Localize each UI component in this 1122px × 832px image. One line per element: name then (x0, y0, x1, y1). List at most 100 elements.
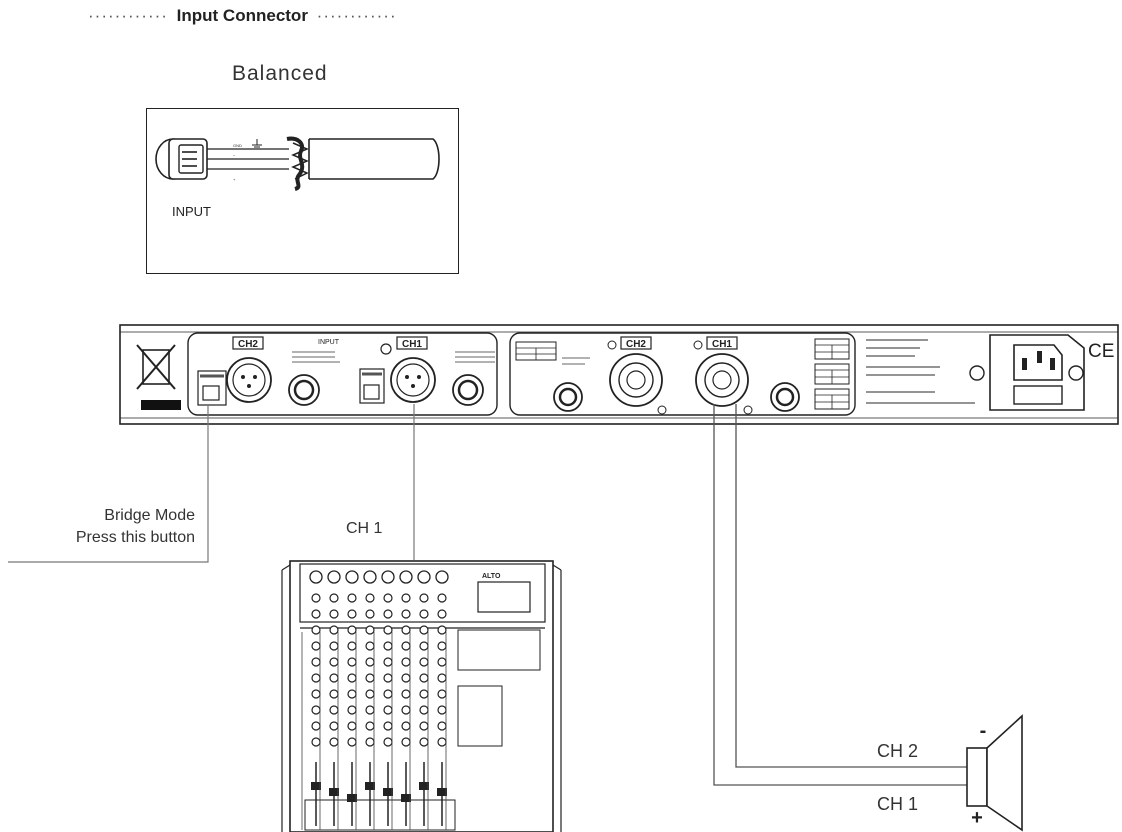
mixer-xlr-input[interactable] (309, 570, 323, 584)
mixer-knob[interactable] (311, 609, 321, 619)
mixer-knob[interactable] (329, 673, 339, 683)
mixer-knob[interactable] (401, 625, 411, 635)
mixer-knob[interactable] (347, 657, 357, 667)
mixer-knob[interactable] (311, 737, 321, 747)
mixer-xlr-input[interactable] (327, 570, 341, 584)
mixer-knob[interactable] (329, 641, 339, 651)
mixer-xlr-input[interactable] (381, 570, 395, 584)
mixer-knob[interactable] (365, 593, 375, 603)
mixer-knob[interactable] (401, 609, 411, 619)
mixer-fader-cap[interactable] (437, 788, 447, 796)
ch1-speakon-output[interactable] (695, 353, 749, 407)
mixer-fader-cap[interactable] (365, 782, 375, 790)
mixer-knob[interactable] (311, 705, 321, 715)
mixer-knob[interactable] (383, 657, 393, 667)
mixer-knob[interactable] (365, 641, 375, 651)
mixer-knob[interactable] (329, 705, 339, 715)
mixer-knob[interactable] (401, 721, 411, 731)
mixer-xlr-input[interactable] (417, 570, 431, 584)
mixer-knob[interactable] (365, 689, 375, 699)
mixer-knob[interactable] (401, 593, 411, 603)
mixer-knob[interactable] (347, 625, 357, 635)
mixer-knob[interactable] (437, 689, 447, 699)
mixer-xlr-input[interactable] (345, 570, 359, 584)
mixer-knob[interactable] (419, 705, 429, 715)
mixer-knob[interactable] (419, 609, 429, 619)
bridge-mode-button[interactable] (197, 370, 227, 406)
mixer-knob[interactable] (401, 657, 411, 667)
mixer-knob[interactable] (437, 737, 447, 747)
mixer-knob[interactable] (329, 593, 339, 603)
mixer-xlr-input[interactable] (399, 570, 413, 584)
mixer-knob[interactable] (311, 625, 321, 635)
mixer-knob[interactable] (437, 705, 447, 715)
mixer-knob[interactable] (419, 657, 429, 667)
mixer-knob[interactable] (401, 673, 411, 683)
mixer-knob[interactable] (437, 721, 447, 731)
mixer-fader-cap[interactable] (329, 788, 339, 796)
mixer-xlr-input[interactable] (435, 570, 449, 584)
mixer-knob[interactable] (329, 721, 339, 731)
mixer-knob[interactable] (347, 705, 357, 715)
mixer-knob[interactable] (311, 689, 321, 699)
mixer-xlr-input[interactable] (363, 570, 377, 584)
mixer-knob[interactable] (419, 721, 429, 731)
mixer-knob[interactable] (311, 673, 321, 683)
mixer-knob[interactable] (329, 625, 339, 635)
mixer-knob[interactable] (365, 705, 375, 715)
mixer-knob[interactable] (419, 641, 429, 651)
mixer-knob[interactable] (347, 721, 357, 731)
mixer-knob[interactable] (419, 625, 429, 635)
power-inlet[interactable] (969, 334, 1085, 411)
mixer-knob[interactable] (437, 593, 447, 603)
mixer-knob[interactable] (311, 593, 321, 603)
mixer-fader-cap[interactable] (311, 782, 321, 790)
mixer-knob[interactable] (329, 657, 339, 667)
mixer-knob[interactable] (383, 705, 393, 715)
ch1-jack-input[interactable] (452, 374, 484, 406)
mixer-knob[interactable] (437, 657, 447, 667)
mixer-knob[interactable] (365, 673, 375, 683)
mixer-knob[interactable] (437, 641, 447, 651)
mixer-knob[interactable] (311, 721, 321, 731)
mixer-knob[interactable] (311, 657, 321, 667)
mixer-knob[interactable] (365, 657, 375, 667)
mixer-fader-cap[interactable] (419, 782, 429, 790)
mixer-knob[interactable] (365, 737, 375, 747)
mixer-knob[interactable] (311, 641, 321, 651)
mixer-knob[interactable] (401, 641, 411, 651)
mixer-knob[interactable] (437, 609, 447, 619)
ch2-jack-input[interactable] (288, 374, 320, 406)
mixer-fader-cap[interactable] (347, 794, 357, 802)
mixer-knob[interactable] (365, 721, 375, 731)
mixer-knob[interactable] (329, 737, 339, 747)
mixer-knob[interactable] (383, 593, 393, 603)
mixer-knob[interactable] (347, 673, 357, 683)
mixer-knob[interactable] (401, 689, 411, 699)
mixer-knob[interactable] (383, 689, 393, 699)
mixer-fader-cap[interactable] (401, 794, 411, 802)
mixer-knob[interactable] (401, 705, 411, 715)
ch1-xlr-input[interactable] (390, 357, 436, 403)
mixer-knob[interactable] (383, 641, 393, 651)
limiter-switch[interactable] (359, 368, 385, 404)
mixer-knob[interactable] (419, 673, 429, 683)
ch2-speakon-output[interactable] (609, 353, 663, 407)
mixer-knob[interactable] (365, 609, 375, 619)
mixer-knob[interactable] (383, 609, 393, 619)
mixer-knob[interactable] (419, 593, 429, 603)
mixer-knob[interactable] (419, 737, 429, 747)
mixer-knob[interactable] (383, 673, 393, 683)
mixer-knob[interactable] (347, 689, 357, 699)
mixer-knob[interactable] (437, 673, 447, 683)
fuse-holder[interactable] (1013, 385, 1063, 405)
mixer-knob[interactable] (401, 737, 411, 747)
mixer-knob[interactable] (419, 689, 429, 699)
mixer-knob[interactable] (383, 721, 393, 731)
mixer-knob[interactable] (383, 625, 393, 635)
ch2-xlr-input[interactable] (226, 357, 272, 403)
ch2-jack-output[interactable] (553, 382, 583, 412)
mixer-knob[interactable] (347, 593, 357, 603)
mixer-knob[interactable] (329, 689, 339, 699)
ch1-jack-output[interactable] (770, 382, 800, 412)
